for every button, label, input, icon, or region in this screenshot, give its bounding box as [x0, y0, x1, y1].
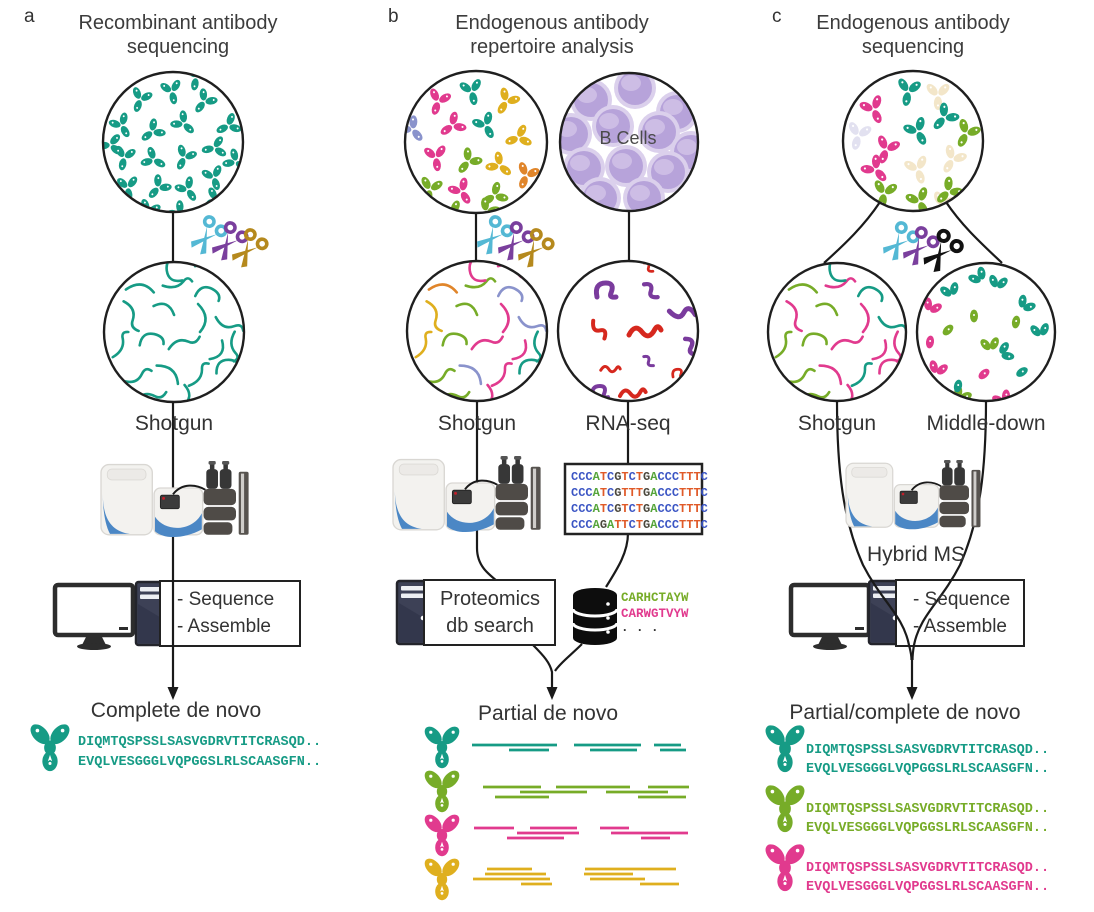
mass-spectrometer-icon [845, 459, 982, 531]
database-icon [571, 588, 619, 645]
panel-a-sequence-light: DIQMTQSPSSLSASVGDRVTITCRASQD.. [78, 735, 322, 750]
panel-a-shotgun-label: Shotgun [134, 412, 214, 435]
panel-c-teal-sequence-light: DIQMTQSPSSLSASVGDRVTITCRASQD.. [806, 743, 1050, 758]
panel-c-fragments-circle [915, 261, 1057, 403]
branch-line [945, 201, 1003, 264]
panel-b-letter: b [388, 6, 399, 27]
rnaseq-label: RNA-seq [585, 412, 671, 435]
coverage-green [483, 785, 689, 799]
coverage-teal [472, 743, 686, 752]
panel-c-pink-sequence-heavy: EVQLVESGGGLVQPGGSLRLSCAASGFN.. [806, 880, 1050, 895]
panel-c-pink-sequence-light: DIQMTQSPSSLSASVGDRVTITCRASQD.. [806, 861, 1050, 876]
hybrid-ms-label: Hybrid MS [866, 543, 966, 566]
panel-c-flow [761, 69, 1057, 892]
panel-c-green-sequence-heavy: EVQLVESGGGLVQPGGSLRLSCAASGFN.. [806, 821, 1050, 836]
protease-scissors-icon [184, 213, 271, 274]
panel-b-antibody-mixture-circle [403, 69, 549, 215]
panel-b-title: Endogenous antibody repertoire analysis [455, 12, 649, 58]
db-ellipsis: . . . [621, 621, 659, 635]
arrow-head [906, 687, 918, 700]
panel-c-peptide-circle [766, 261, 908, 403]
panel-a-letter: a [24, 6, 35, 27]
merge-lines [835, 400, 988, 688]
coverage-pink [474, 826, 688, 840]
panel-a-title: Recombinant antibody sequencing [78, 12, 278, 58]
panel-a-peptide-circle [102, 260, 246, 404]
panel-b-rna-circle [556, 259, 700, 403]
panel-a-sequence-heavy: EVQLVESGGGLVQPGGSLRLSCAASGFN.. [78, 755, 322, 770]
bcells-label: B Cells [599, 128, 657, 148]
panel-c-green-sequence-light: DIQMTQSPSSLSASVGDRVTITCRASQD.. [806, 802, 1050, 817]
dna-reads-box [563, 462, 704, 536]
panel-a-result-title: Complete de novo [90, 699, 262, 722]
mass-spectrometer-icon [392, 455, 542, 534]
panel-b-bcells-circle [558, 71, 700, 213]
branch-line [823, 201, 881, 264]
computer-icon [791, 585, 869, 650]
result-antibody-icon-green [761, 781, 809, 833]
result-antibody-icon-pink [761, 840, 809, 892]
arrow-head [546, 687, 558, 700]
panel-c-title: Endogenous antibody sequencing [816, 12, 1010, 58]
panel-b-shotgun-label: Shotgun [437, 412, 517, 435]
partial-denovo-results [421, 723, 689, 901]
protease-scissors-icon [876, 219, 966, 279]
panel-a-flow [26, 70, 301, 772]
panel-c-antibody-circle [841, 69, 985, 213]
panel-b-peptide-circle [405, 259, 549, 403]
panel-a-antibody-circle [101, 70, 245, 214]
panel-b-flow [392, 69, 704, 901]
middledown-label: Middle-down [926, 412, 1046, 435]
panel-c-box-text: - Sequence - Assemble [913, 589, 1011, 637]
mass-spectrometer-icon [100, 460, 250, 539]
sequence-assemble-box [159, 580, 301, 647]
arrow-head [167, 687, 179, 700]
computer-icon [55, 585, 133, 650]
panel-c-shotgun-label: Shotgun [797, 412, 877, 435]
proteomics-box [423, 579, 556, 646]
panel-c-teal-sequence-heavy: EVQLVESGGGLVQPGGSLRLSCAASGFN.. [806, 762, 1050, 777]
panel-b-result-title: Partial de novo [477, 702, 619, 725]
db-sequence-2: CARWGTVYW [621, 607, 689, 621]
panel-a-box-text: - Sequence - Assemble [177, 589, 275, 637]
dna-reads: CCCATCGTCTGACCCTTTC CCCATCGTTTGACCCTTTC … [571, 470, 708, 532]
proteomics-box-text: Proteomics db search [439, 588, 541, 637]
panel-c-letter: c [772, 6, 782, 27]
panel-c-result-title: Partial/complete de novo [789, 701, 1021, 724]
coverage-gold [473, 867, 679, 886]
result-antibody-icon-teal [761, 721, 809, 773]
result-antibody-icon-teal [26, 720, 74, 772]
db-sequence-1: CARHCTAYW [621, 591, 689, 605]
